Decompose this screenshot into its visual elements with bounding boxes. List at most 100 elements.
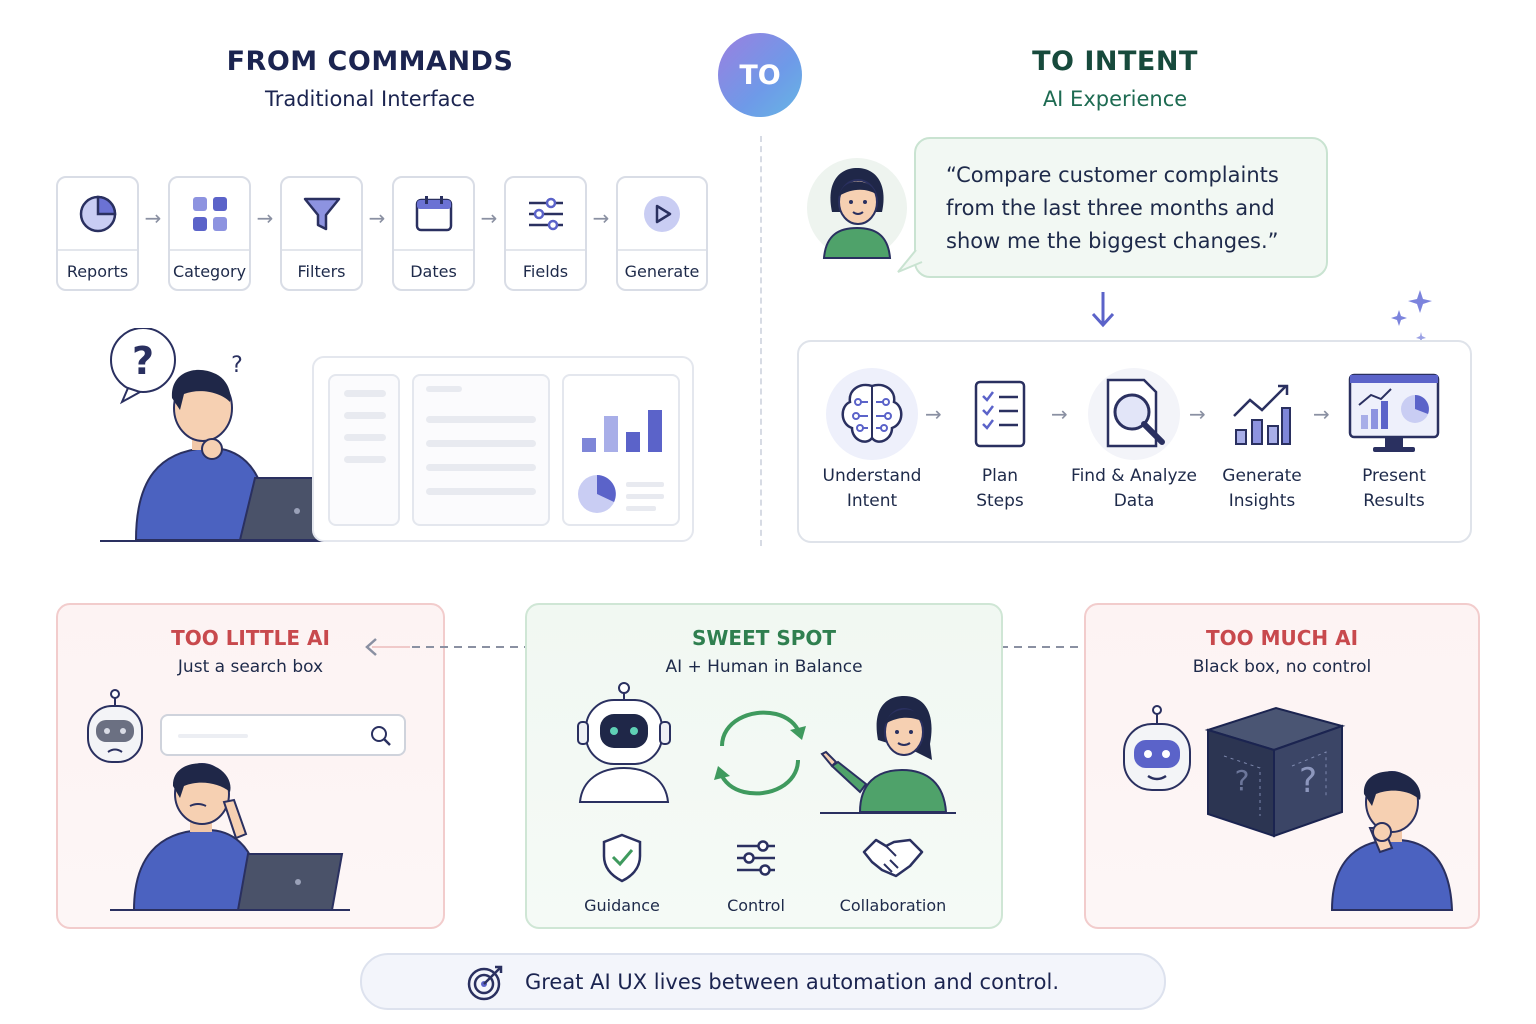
sliders-icon [737,840,775,876]
command-card-dates[interactable]: Dates [392,176,475,291]
handshake-icon [862,838,924,878]
step-generate-insights: Generate Insights [1217,364,1307,514]
checklist-icon [961,364,1039,464]
command-card-filters[interactable]: Filters [280,176,363,291]
command-card-category[interactable]: Category [168,176,251,291]
too-much-title: TOO MUCH AI [1205,626,1359,650]
dashboard-chart-panel [562,374,680,526]
step-label-1: Present [1362,466,1426,486]
step-label-2: Intent [846,491,898,511]
dashboard-nav-panel [328,374,400,526]
feature-label: Guidance [584,896,660,915]
too-little-ai-panel [56,603,445,929]
cycle-arrows-icon [714,710,806,796]
command-card-reports[interactable]: Reports [56,176,139,291]
arrow-right-icon: → [592,206,610,230]
grid-icon [170,178,249,251]
trend-chart-icon [1217,364,1307,464]
black-box-cube-icon: ? ? [1204,706,1346,838]
step-find-analyze-data: Find & Analyze Data [1069,364,1199,514]
step-label-1: Understand [822,466,922,486]
sliders-icon [506,178,585,251]
command-card-generate[interactable]: Generate [616,176,708,291]
too-little-title: TOO LITTLE AI [171,626,330,650]
feature-control: Control [706,832,806,915]
dashboard-list-panel [412,374,550,526]
step-label-2: Results [1363,491,1425,511]
arrow-left-icon [365,638,558,656]
to-label: TO [739,59,781,91]
svg-text:?: ? [1235,764,1250,797]
step-label-1: Find & Analyze [1071,466,1197,486]
feature-label: Collaboration [839,896,947,915]
brain-icon [817,364,927,464]
magnifier-icon [1069,364,1199,464]
step-label-2: Steps [976,491,1024,511]
step-understand-intent: Understand Intent [817,364,927,514]
step-label-2: Insights [1228,491,1296,511]
frustrated-user-illustration [110,763,350,911]
user-intent-quote: “Compare customer complaints from the la… [914,137,1328,278]
command-label: Generate [624,261,700,281]
shield-check-icon [602,833,642,883]
traditional-dashboard [312,356,694,542]
sparkle-icon [1391,290,1432,343]
command-card-fields[interactable]: Fields [504,176,587,291]
command-label: Dates [410,261,457,281]
too-much-subtitle: Black box, no control [1192,657,1372,677]
happy-robot-icon [1123,705,1191,791]
center-divider [760,136,762,546]
command-label: Filters [297,261,346,281]
woman-pointing-illustration [820,696,956,814]
command-label: Fields [522,261,569,281]
arrow-right-icon: → [1189,402,1206,426]
command-label: Reports [66,261,129,281]
footer-text: Great AI UX lives between automation and… [524,969,1060,994]
arrow-right-icon: → [925,402,942,426]
feature-collaboration: Collaboration [832,832,954,915]
right-title: TO INTENT [1032,46,1198,77]
sweet-spot-subtitle: AI + Human in Balance [665,657,863,677]
left-title: FROM COMMANDS [226,46,514,77]
funnel-icon [282,178,361,251]
footer-summary-pill: Great AI UX lives between automation and… [360,953,1166,1010]
monitor-chart-icon [1339,364,1449,464]
step-label-1: Generate [1222,466,1302,486]
pie-chart-icon [58,178,137,251]
quote-text: “Compare customer complaints from the la… [946,163,1279,253]
to-connector-badge: TO [718,33,802,117]
arrow-right-icon: → [480,206,498,230]
too-little-subtitle: Just a search box [177,657,324,677]
arrow-down-icon [1091,292,1115,328]
step-label-2: Data [1113,491,1155,511]
svg-text:?: ? [132,339,154,383]
svg-text:?: ? [231,353,243,378]
svg-text:?: ? [1299,761,1317,801]
arrow-right-icon: → [144,206,162,230]
left-subtitle: Traditional Interface [264,87,476,111]
sad-robot-icon [87,689,143,763]
sweet-spot-title: SWEET SPOT [691,626,837,650]
step-plan-steps: Plan Steps [961,364,1039,514]
command-label: Category [172,261,247,281]
dashboard-charts [578,410,664,513]
search-icon [371,726,391,746]
friendly-robot-illustration [577,682,671,803]
quote-bubble-tail [897,249,923,273]
arrow-right-icon: → [1313,402,1330,426]
arrow-right-icon: → [368,206,386,230]
target-icon [467,965,503,1000]
feature-guidance: Guidance [572,832,672,915]
arrow-right-icon: → [1051,402,1068,426]
search-input[interactable] [160,714,406,756]
woman-avatar [807,158,907,259]
puzzled-user-illustration [1330,771,1454,911]
right-subtitle: AI Experience [1042,87,1188,111]
step-label-1: Plan [981,466,1019,486]
step-present-results: Present Results [1339,364,1449,514]
calendar-icon [394,178,473,251]
feature-label: Control [727,896,785,915]
play-icon [618,178,706,251]
arrow-right-icon: → [256,206,274,230]
ai-process-flow: Understand Intent → Plan Steps → Find & … [797,340,1472,543]
